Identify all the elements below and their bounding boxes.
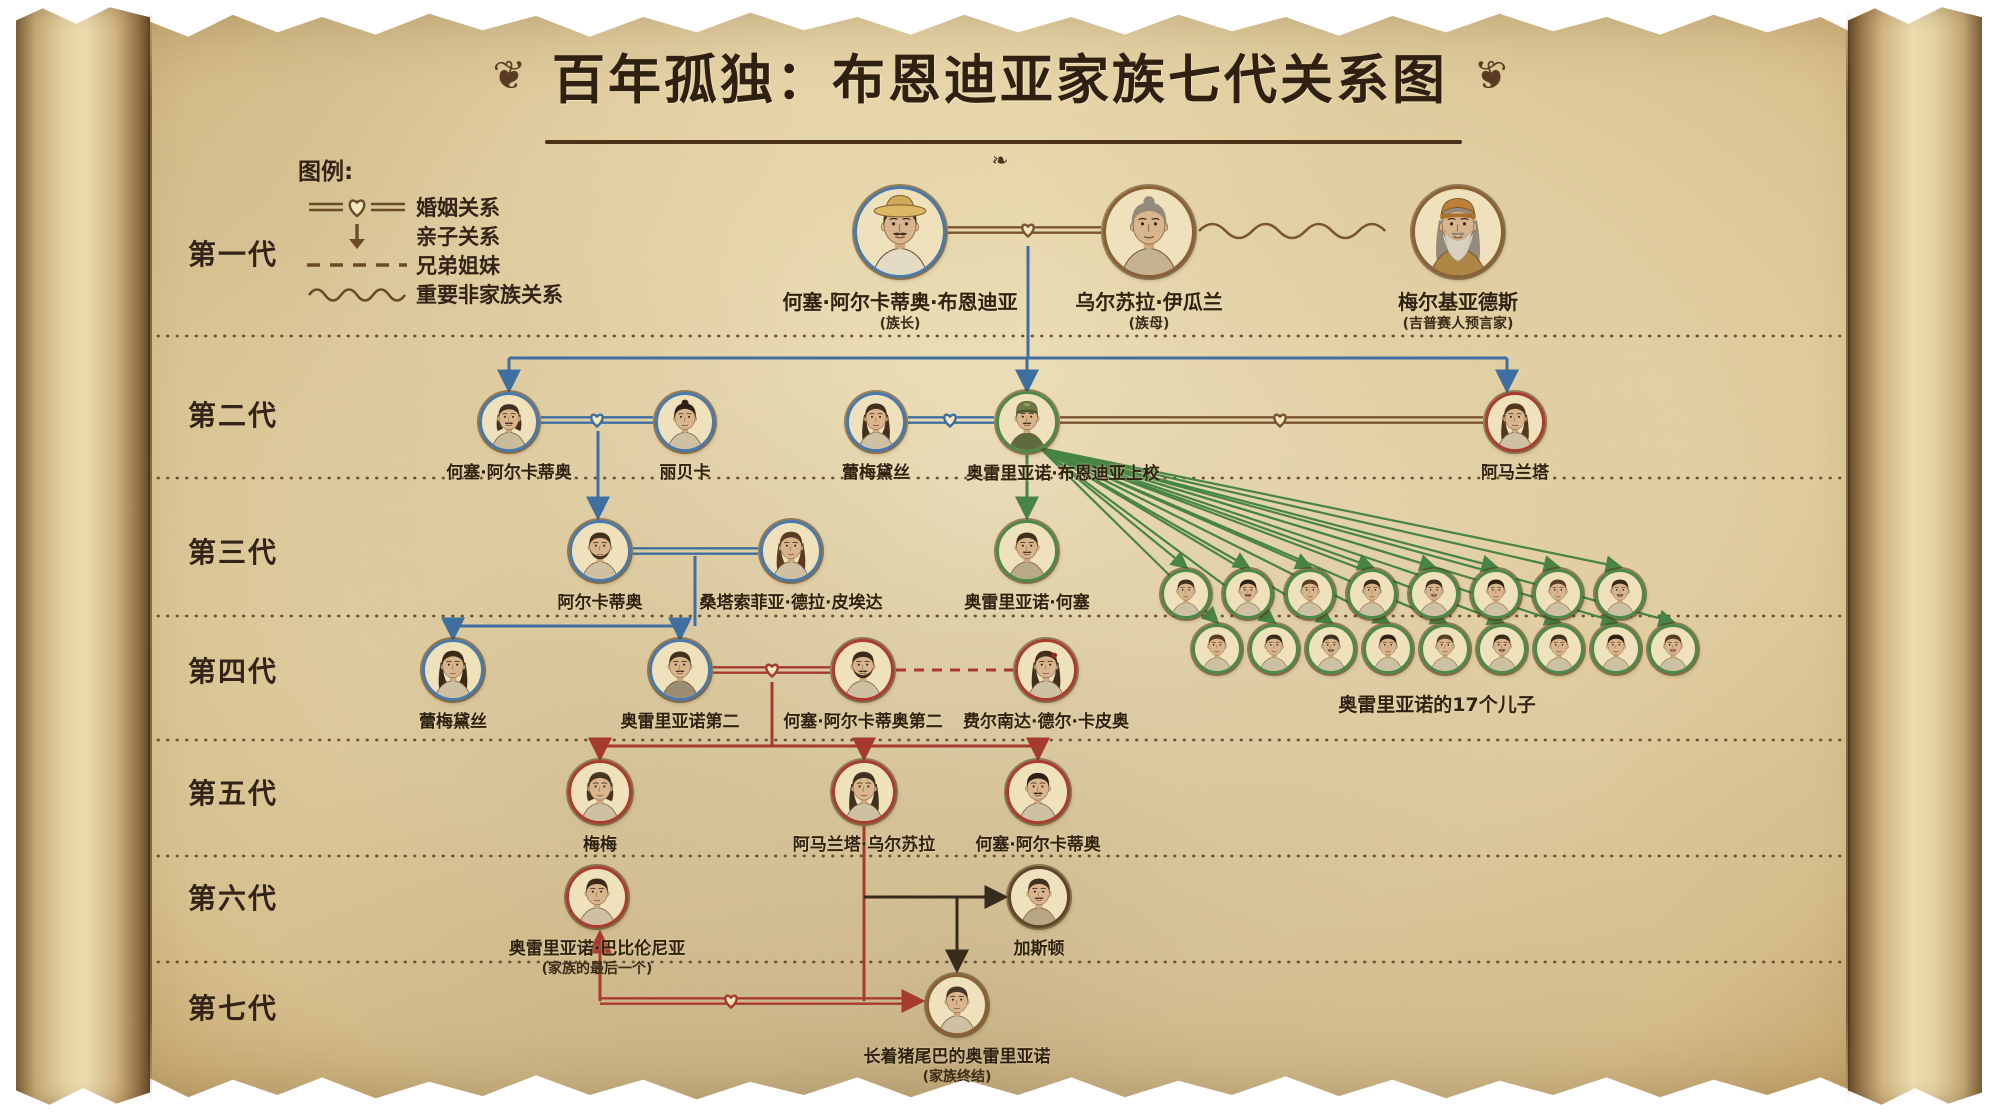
seventeen-sons-label: 奥雷里亚诺的17个儿子: [1338, 694, 1536, 716]
generation-label-3: 第三代: [187, 536, 279, 569]
generation-label-2: 第二代: [187, 399, 279, 432]
name-colonel-aureliano: 奥雷里亚诺·布恩迪亚上校: [966, 464, 1160, 484]
portrait-meme: [568, 760, 632, 824]
title-block: ❦ 百年孤独：布恩迪亚家族七代关系图 ❦: [0, 38, 2000, 114]
portrait-amaranta-ursula: [832, 760, 896, 824]
portrait-son: [1533, 569, 1583, 619]
portrait-ursula-iguaran: [1103, 186, 1195, 278]
legend-row-sibling: 兄弟姐妹: [298, 250, 563, 279]
portrait-son: [1363, 624, 1413, 674]
portrait-jose-arcadio-segundo: [832, 639, 894, 701]
portrait-son: [1347, 569, 1397, 619]
portrait-aureliano-jose: [996, 520, 1058, 582]
portrait-colonel-aureliano: [996, 391, 1058, 453]
parent-child-symbol-icon: [298, 222, 416, 250]
portrait-arcadio: [569, 520, 631, 582]
name-arcadio: 阿尔卡蒂奥: [557, 593, 643, 613]
name-remedios-moscote: 蕾梅黛丝: [842, 463, 910, 483]
name-amaranta-ursula: 阿马兰塔·乌尔苏拉: [792, 835, 936, 855]
page-title: 百年孤独：布恩迪亚家族七代关系图: [552, 49, 1448, 111]
marriage-symbol-icon: [298, 194, 416, 220]
generation-label-4: 第四代: [187, 655, 279, 688]
legend-label-parent-child: 亲子关系: [416, 224, 500, 249]
legend-heading: 图例:: [298, 159, 354, 185]
portrait-aureliano-pigtail: [926, 974, 988, 1036]
name-aureliano-babilonia: 奥雷里亚诺·巴比伦尼亚: [508, 939, 686, 959]
portrait-aureliano-babilonia: [566, 866, 628, 928]
portrait-son: [1477, 624, 1527, 674]
portrait-jose-arcadio-5: [1006, 760, 1070, 824]
portrait-son: [1161, 569, 1211, 619]
name-aureliano-segundo: 奥雷里亚诺第二: [620, 712, 740, 732]
portrait-son: [1648, 624, 1698, 674]
legend-row-parent-child: 亲子关系: [298, 221, 563, 250]
portrait-aureliano-segundo: [649, 639, 711, 701]
caption-melquiades: (吉普赛人预言家): [1402, 316, 1514, 332]
name-aureliano-pigtail: 长着猪尾巴的奥雷里亚诺: [863, 1047, 1051, 1067]
legend-row-marriage: 婚姻关系: [298, 192, 563, 221]
generation-label-6: 第六代: [187, 882, 279, 915]
portrait-son: [1285, 569, 1335, 619]
portrait-son: [1534, 624, 1584, 674]
caption-ursula-iguaran: (族母): [1128, 316, 1170, 332]
portrait-melquiades: [1412, 186, 1504, 278]
name-melquiades: 梅尔基亚德斯: [1398, 290, 1518, 314]
portrait-fernanda: [1015, 639, 1077, 701]
name-amaranta: 阿马兰塔: [1481, 463, 1549, 483]
portrait-remedios-moscote: [846, 392, 906, 452]
legend: 图例: 婚姻关系 亲子关系: [298, 152, 563, 308]
portrait-son: [1595, 569, 1645, 619]
name-meme: 梅梅: [583, 835, 617, 855]
portrait-son: [1306, 624, 1356, 674]
right-flourish-icon: ❦: [1474, 53, 1508, 99]
name-aureliano-jose: 奥雷里亚诺·何塞: [964, 593, 1090, 613]
title-divider-ornament-icon: ❧: [991, 148, 1009, 172]
name-gaston: 加斯顿: [1013, 939, 1065, 959]
title-divider: [545, 140, 1462, 144]
portrait-son: [1192, 624, 1242, 674]
name-fernanda: 费尔南达·德尔·卡皮奥: [963, 712, 1129, 732]
portrait-santa-sofia: [760, 520, 822, 582]
name-jose-arcadio: 何塞·阿尔卡蒂奥: [446, 463, 572, 483]
scroll-seam-left: [148, 10, 152, 1102]
portrait-amaranta: [1485, 392, 1545, 452]
name-jose-arcadio-segundo: 何塞·阿尔卡蒂奥第二: [783, 712, 943, 732]
scroll-roll-right: [1848, 7, 1982, 1105]
legend-label-sibling: 兄弟姐妹: [416, 253, 500, 278]
portrait-son: [1223, 569, 1273, 619]
name-santa-sofia: 桑塔索菲亚·德拉·皮埃达: [699, 593, 883, 613]
name-remedios-bella: 蕾梅黛丝: [419, 712, 487, 732]
caption-aureliano-babilonia: (家族的最后一个): [541, 961, 653, 977]
name-rebeca: 丽贝卡: [659, 463, 711, 483]
generation-label-5: 第五代: [187, 777, 279, 810]
legend-row-non-family: 重要非家族关系: [298, 279, 563, 308]
name-jose-arcadio-5: 何塞·阿尔卡蒂奥: [975, 835, 1101, 855]
portrait-remedios-bella: [422, 639, 484, 701]
portrait-jose-arcadio: [479, 392, 539, 452]
generation-label-1: 第一代: [187, 238, 279, 271]
sibling-symbol-icon: [298, 257, 416, 273]
legend-label-marriage: 婚姻关系: [416, 195, 500, 220]
portrait-son: [1420, 624, 1470, 674]
scroll-roll-left: [16, 7, 150, 1105]
generation-label-7: 第七代: [187, 992, 279, 1025]
non-family-symbol-icon: [298, 284, 416, 304]
portrait-rebeca: [655, 392, 715, 452]
legend-label-non-family: 重要非家族关系: [416, 282, 563, 307]
name-jose-arcadio-buendia: 何塞·阿尔卡蒂奥·布恩迪亚: [782, 290, 1018, 314]
portrait-son: [1471, 569, 1521, 619]
portrait-son: [1249, 624, 1299, 674]
portrait-son: [1409, 569, 1459, 619]
caption-jose-arcadio-buendia: (族长): [879, 316, 921, 332]
scroll-seam-right: [1846, 10, 1850, 1102]
left-flourish-icon: ❦: [492, 53, 526, 99]
name-ursula-iguaran: 乌尔苏拉·伊瓜兰: [1075, 290, 1223, 314]
portrait-jose-arcadio-buendia: [854, 186, 946, 278]
portrait-son: [1591, 624, 1641, 674]
portrait-gaston: [1008, 866, 1070, 928]
caption-aureliano-pigtail: (家族终结): [922, 1069, 992, 1085]
